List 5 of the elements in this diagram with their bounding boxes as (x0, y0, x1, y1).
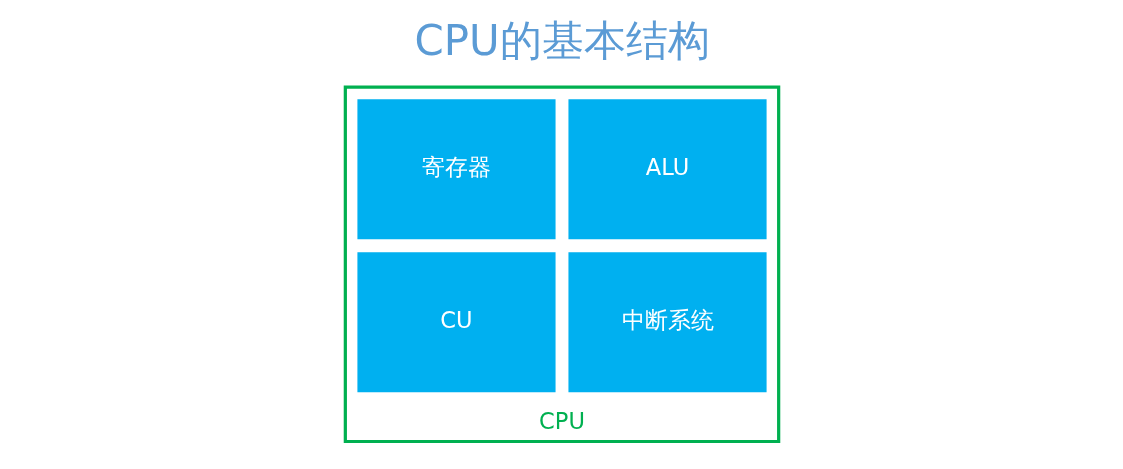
node-box: 寄存器 (356, 99, 556, 240)
node-box: ALU (567, 99, 767, 240)
diagram-title: CPU的基本结构 (413, 15, 710, 65)
node-box: CU (356, 252, 556, 393)
node-box: 中断系统 (567, 252, 767, 393)
